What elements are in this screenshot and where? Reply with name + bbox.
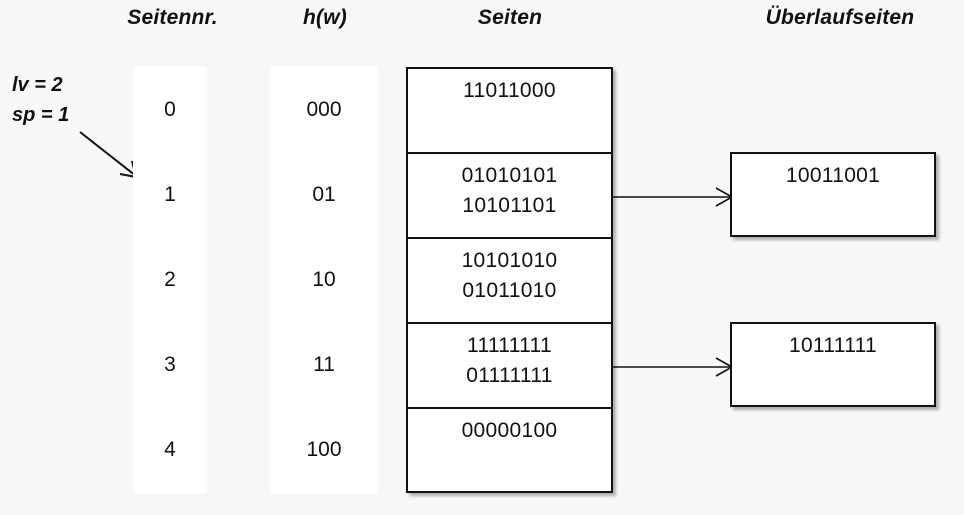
page-record: 01011010 [462,279,557,302]
seitennr-cell: 3 [164,352,176,376]
column-header-seitennr: Seitennr. [127,6,218,29]
page-cell: 01010101 10101101 [408,154,611,239]
seitennr-cell: 0 [164,97,176,121]
annotation-lv: lv = 2 [12,74,63,96]
hw-cell: 10 [312,267,336,291]
arrow-right-icon [612,187,734,207]
page-record: 10101010 [461,249,558,272]
annotation-sp: sp = 1 [12,104,70,126]
page-record: 00000100 [461,419,558,442]
hw-cell: 000 [306,97,342,121]
column-header-seiten: Seiten [477,6,543,29]
seitennr-cell: 4 [164,437,176,461]
page-record: 01010101 [461,164,558,187]
page-record: 11111111 [467,334,552,357]
column-hw: 000 01 10 11 100 [270,67,378,493]
arrow-right-icon [612,357,734,377]
page-cell: 10101010 01011010 [408,239,611,324]
column-header-hw: h(w) [303,6,347,29]
page-record: 10101101 [462,194,557,217]
page-record: 01111111 [466,364,553,387]
page-cell: 11111111 01111111 [408,324,611,409]
page-cell: 11011000 [408,69,611,154]
page-cell: 00000100 [408,409,611,494]
hw-cell: 11 [313,352,335,376]
page-record: 11011000 [463,79,556,102]
pages-table: 11011000 01010101 10101101 10101010 0101… [406,67,613,493]
hw-cell: 01 [312,182,336,206]
seitennr-cell: 2 [164,267,176,291]
column-seitennr: 0 1 2 3 4 [133,67,207,493]
seitennr-cell: 1 [164,182,176,206]
overflow-record: 10011001 [785,164,881,187]
overflow-page: 10011001 [730,152,936,237]
column-header-ueberlaufseiten: Überlaufseiten [765,6,915,29]
hw-cell: 100 [306,437,342,461]
parameter-annotation: lv = 2 sp = 1 [12,70,132,130]
overflow-record: 10111111 [788,334,878,357]
overflow-page: 10111111 [730,322,936,407]
